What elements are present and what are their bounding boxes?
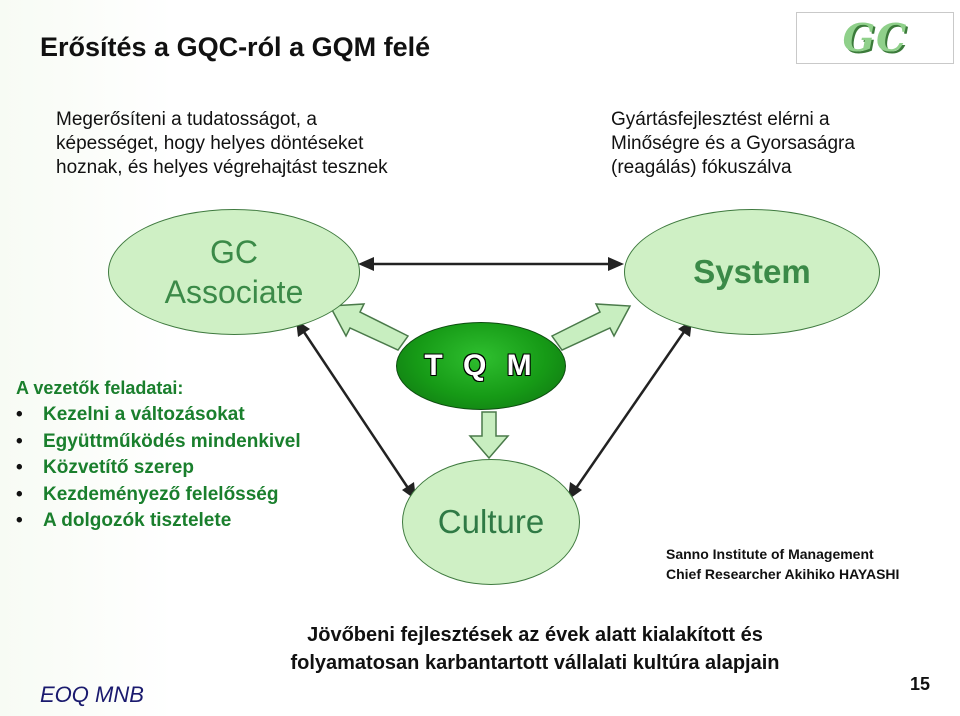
associate-goal-line: hoznak, és helyes végrehajtást tesznek xyxy=(56,157,388,178)
tqm-to-culture-arrow xyxy=(468,411,510,460)
duties-list-item: • A dolgozók tisztelete xyxy=(16,510,301,537)
culture-label: Culture xyxy=(437,503,545,540)
duties-list: • Kezelni a változásokat • Együttműködés m… xyxy=(16,404,301,537)
duties-list-item: • Közvetítő szerep xyxy=(16,457,301,484)
system-oval: System xyxy=(624,209,880,335)
system-goal-text: Gyártásfejlesztést elérni a Minőségre és… xyxy=(611,108,855,180)
bottom-note-line: Jövőbeni fejlesztések az évek alatt kial… xyxy=(307,624,763,646)
source-reference: Sanno Institute of Management Chief Rese… xyxy=(666,544,899,584)
culture-oval: Culture xyxy=(402,459,580,585)
bottom-note: Jövőbeni fejlesztések az évek alatt kial… xyxy=(230,621,840,677)
system-label: System xyxy=(693,253,811,290)
tqm-to-system-arrow xyxy=(550,303,632,351)
bottom-note-line: folyamatosan karbantartott vállalati kul… xyxy=(290,652,780,674)
duties-item-text: Kezdeményező felelősség xyxy=(43,483,279,505)
system-goal-line: (reagálás) fókuszálva xyxy=(611,157,792,178)
source-reference-line: Chief Researcher Akihiko HAYASHI xyxy=(666,566,900,582)
bullet-icon: • xyxy=(16,510,23,531)
duties-item-text: Együttműködés mindenkivel xyxy=(43,430,301,452)
system-goal-line: Gyártásfejlesztést elérni a xyxy=(611,109,830,130)
duties-heading: A vezetők feladatai: xyxy=(16,378,184,398)
footer-organization: EOQ MNB xyxy=(40,682,144,707)
bullet-icon: • xyxy=(16,483,23,505)
bullet-icon: • xyxy=(16,457,23,478)
tqm-to-associate-arrow xyxy=(328,303,410,351)
page-number: 15 xyxy=(910,674,931,694)
duties-item-text: Közvetítő szerep xyxy=(43,457,194,478)
gc-associate-label-line: Associate xyxy=(164,274,304,310)
bullet-icon: • xyxy=(16,430,23,452)
system-culture-double-arrow xyxy=(568,320,692,500)
gc-associate-oval: GC Associate xyxy=(108,209,360,335)
tqm-oval: T Q M xyxy=(396,322,566,410)
gc-associate-label-line: GC xyxy=(209,234,258,270)
bullet-icon: • xyxy=(16,404,23,425)
source-reference-line: Sanno Institute of Management xyxy=(666,546,874,562)
logo-text: GC xyxy=(842,15,908,60)
slide-title: Erősítés a GQC-ról a GQM felé xyxy=(40,32,431,62)
system-goal-line: Minőségre és a Gyorsaságra xyxy=(611,133,855,154)
duties-item-text: Kezelni a változásokat xyxy=(43,404,245,425)
duties-list-item: • Együttműködés mindenkivel xyxy=(16,431,301,458)
associate-goal-line: képességet, hogy helyes döntéseket xyxy=(56,133,364,154)
duties-item-text: A dolgozók tisztelete xyxy=(43,510,232,531)
associate-goal-text: Megerősíteni a tudatosságot, a képessége… xyxy=(56,108,388,180)
duties-list-item: • Kezdeményező felelősség xyxy=(16,484,301,511)
associate-goal-line: Megerősíteni a tudatosságot, a xyxy=(56,109,317,130)
gqc-logo: GC xyxy=(796,12,954,64)
associate-system-double-arrow xyxy=(358,257,624,271)
duties-list-item: • Kezelni a változásokat xyxy=(16,404,301,431)
tqm-label: T Q M xyxy=(424,349,538,382)
